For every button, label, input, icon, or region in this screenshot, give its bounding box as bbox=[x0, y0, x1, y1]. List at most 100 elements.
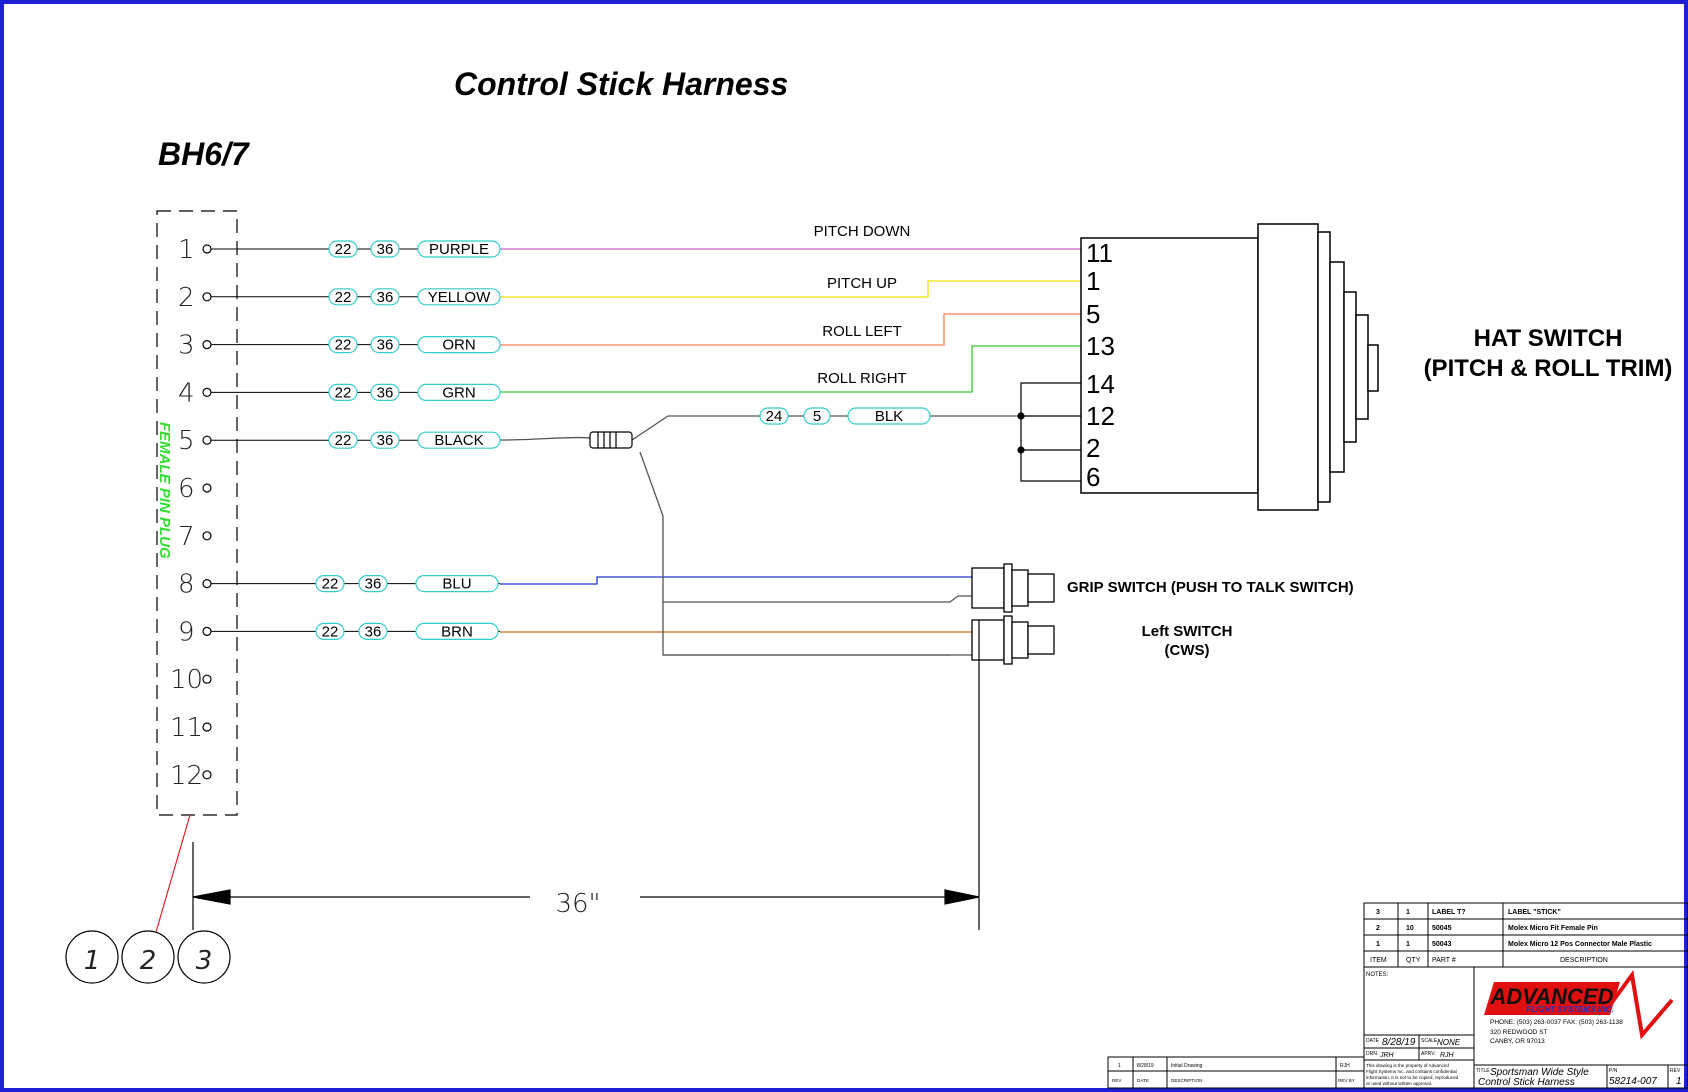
wire-length-label-badge bbox=[370, 288, 400, 306]
revision-header-date: DATE bbox=[1137, 1078, 1149, 1083]
switch-return-wire bbox=[639, 451, 972, 656]
wire-length-label-badge bbox=[358, 622, 388, 641]
wire-color-label-badge bbox=[417, 288, 501, 306]
logo-sub: FLIGHT SYSTEMS INC. bbox=[1526, 1005, 1614, 1014]
hat-switch-title: HAT SWITCH bbox=[1474, 325, 1623, 352]
bom-cell-item: 1 bbox=[1376, 941, 1380, 948]
wire-color-label: PURPLE bbox=[429, 241, 489, 258]
wire-gauge-label-badge bbox=[328, 288, 358, 306]
wire-signal-label: PITCH DOWN bbox=[814, 223, 911, 240]
connector-pin-socket bbox=[202, 531, 212, 541]
connector-type-label: FEMALE PIN PLUG bbox=[156, 422, 173, 559]
part-number: 58214-007 bbox=[1609, 1076, 1657, 1087]
wire-color-label: BLU bbox=[442, 576, 471, 593]
wire-length-label: 36 bbox=[365, 623, 382, 640]
connector-pin-label: 10 bbox=[170, 665, 203, 695]
wire-gauge-label: 22 bbox=[335, 337, 352, 354]
part-number-label: P/N bbox=[1609, 1068, 1618, 1074]
bom-header-qty: QTY bbox=[1406, 957, 1421, 964]
connector-pin-socket bbox=[202, 244, 212, 254]
notes-label: NOTES: bbox=[1366, 972, 1389, 978]
ground-length-label: 5 bbox=[813, 408, 821, 425]
wire-signal-label: ROLL RIGHT bbox=[817, 370, 906, 387]
wire-gauge-label: 22 bbox=[335, 241, 352, 258]
wire-gauge-label: 22 bbox=[335, 289, 352, 306]
hat-switch-pin-label: 6 bbox=[1086, 462, 1100, 492]
revision-by: RJH bbox=[1340, 1063, 1350, 1069]
wire-color-label: ORN bbox=[442, 337, 475, 354]
hat-switch-pin-label: 13 bbox=[1086, 331, 1115, 361]
connector-pin-socket bbox=[202, 770, 212, 780]
connector-pin-label: 9 bbox=[178, 617, 195, 647]
connector-pin-label: 6 bbox=[178, 474, 195, 504]
connector-pin-socket bbox=[202, 387, 212, 397]
scale-label: SCALE bbox=[1421, 1038, 1438, 1044]
approved-label: APRV. bbox=[1421, 1051, 1435, 1057]
balloon-leader bbox=[155, 814, 191, 933]
wire-color-label: GRN bbox=[442, 384, 475, 401]
connector-pin-socket bbox=[202, 435, 212, 445]
connector-pin-label: 3 bbox=[178, 331, 195, 361]
wire-length-label-badge bbox=[370, 431, 400, 449]
confidential-notice: Flight Systems Inc. and contains confide… bbox=[1366, 1069, 1457, 1074]
wire-length-label: 36 bbox=[377, 289, 394, 306]
bom-cell-part: 50043 bbox=[1432, 941, 1452, 948]
wire-blu bbox=[500, 576, 972, 585]
confidential-notice: This drawing is the property of Advanced bbox=[1366, 1063, 1449, 1068]
title-label: TITLE bbox=[1476, 1068, 1490, 1074]
drawing-date: 8/28/19 bbox=[1382, 1037, 1416, 1048]
rev-number: 1 bbox=[1676, 1076, 1682, 1087]
wire-length-label: 36 bbox=[377, 241, 394, 258]
left-switch-sublabel: (CWS) bbox=[1165, 642, 1210, 659]
wire-color-label-badge bbox=[417, 240, 501, 258]
bom-cell-item: 3 bbox=[1376, 909, 1380, 916]
wire-gauge-label-badge bbox=[328, 336, 358, 354]
wire-length-label-badge bbox=[358, 574, 388, 593]
wire-yellow bbox=[500, 280, 1081, 298]
wire-length-label-badge bbox=[370, 383, 400, 401]
hat-switch-pin-label: 12 bbox=[1086, 401, 1115, 431]
revision-header-by: REV BY bbox=[1338, 1078, 1355, 1083]
drawing-title-line2: Control Stick Harness bbox=[1478, 1077, 1575, 1088]
wire-gauge-label-badge bbox=[328, 431, 358, 449]
connector-pin-label: 8 bbox=[178, 570, 195, 600]
wire-gauge-label: 22 bbox=[335, 384, 352, 401]
ground-gauge-label: 24 bbox=[766, 408, 783, 425]
wire-color-label-badge bbox=[415, 574, 499, 593]
bom-cell-qty: 10 bbox=[1406, 925, 1414, 932]
wire-signal-label: ROLL LEFT bbox=[822, 323, 901, 340]
item-balloon bbox=[177, 930, 231, 984]
wire-grn bbox=[500, 345, 1081, 393]
connector-pin-label: 4 bbox=[178, 378, 195, 408]
bom-header-item: ITEM bbox=[1370, 957, 1387, 964]
connector-pin-label: 1 bbox=[178, 235, 195, 265]
bom-header-desc: DESCRIPTION bbox=[1560, 957, 1608, 964]
wire-length-label-badge bbox=[370, 336, 400, 354]
wire-gauge-label-badge bbox=[315, 622, 345, 641]
hat-jumper bbox=[1017, 382, 1081, 482]
connector-pin-label: 5 bbox=[178, 426, 195, 456]
wire-signal-label: PITCH UP bbox=[827, 275, 897, 292]
wire-gauge-label: 22 bbox=[335, 432, 352, 449]
hat-switch-pin-label: 1 bbox=[1086, 266, 1100, 296]
item-balloon bbox=[121, 930, 175, 984]
connector-pin-label: 2 bbox=[178, 283, 195, 313]
connector-plug: FEMALE PIN PLUG bbox=[156, 210, 238, 816]
connector-pin-socket bbox=[202, 340, 212, 350]
wire-length-label: 36 bbox=[365, 576, 382, 593]
bom-cell-desc: Molex Micro Fit Female Pin bbox=[1508, 925, 1598, 932]
connector-pin-socket bbox=[202, 626, 212, 637]
connector-pin-label: 7 bbox=[178, 522, 195, 552]
wire-color-label: BRN bbox=[441, 623, 473, 640]
connector-pin-socket bbox=[202, 578, 212, 589]
wire-gauge-label-badge bbox=[315, 574, 345, 593]
logo-wordmark: ADVANCED bbox=[1489, 984, 1613, 1009]
wire-gauge-label: 22 bbox=[322, 623, 339, 640]
wire-gauge-label-badge bbox=[328, 383, 358, 401]
connector-pin-socket bbox=[202, 722, 212, 732]
connector-pin-label: 11 bbox=[170, 713, 203, 743]
